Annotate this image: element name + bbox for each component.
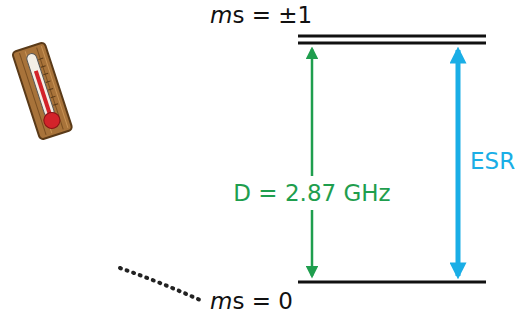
splitting-arrow: [311, 49, 314, 276]
dotted-line: [120, 268, 200, 300]
transition-label: ESR: [470, 148, 515, 174]
level-line: [298, 42, 486, 45]
level-label: ms = 0: [210, 288, 293, 314]
splitting-label: D = 2.87 GHz: [231, 176, 392, 210]
level-line: [298, 281, 486, 284]
thermometer-icon: [12, 42, 73, 140]
level-line: [298, 35, 486, 38]
level-label: ms = ±1: [210, 2, 312, 28]
esr-arrow: [456, 50, 461, 276]
